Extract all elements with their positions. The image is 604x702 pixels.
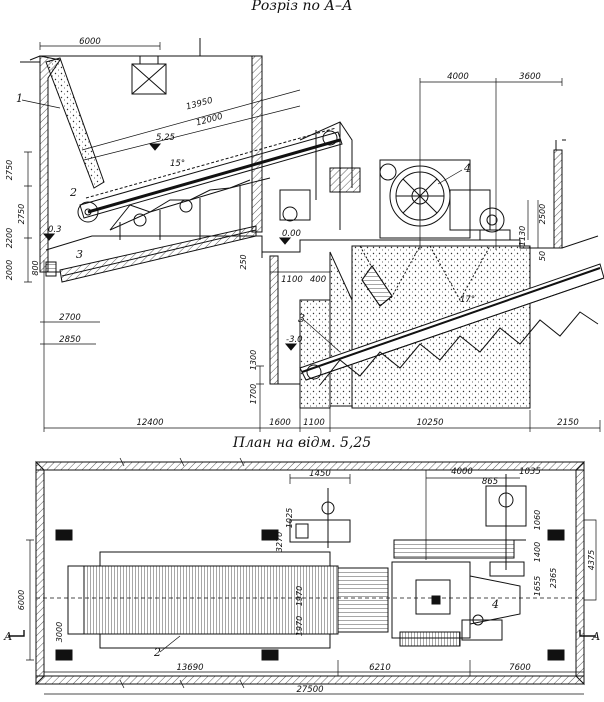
dim-2365: 2365 [549, 568, 558, 588]
plan-chute [337, 567, 389, 633]
crusher-housing [379, 159, 471, 239]
dim-2150: 2150 [557, 418, 579, 428]
dim-1100-bottom: 1100 [303, 418, 325, 428]
dim-50: 50 [538, 251, 547, 261]
section-mark-right [579, 630, 596, 637]
section-dimensions: 6000 4000 3600 13950 1 2000 5.25 0.3 0.00… [5, 37, 579, 428]
plan-crusher [391, 561, 471, 639]
dim-1700: 1700 [249, 384, 258, 404]
callout-1: 1 [16, 92, 23, 105]
dim-800: 800 [31, 260, 40, 275]
callout-3-main: 3 [298, 312, 305, 325]
callout-3-left: 3 [76, 248, 83, 261]
bunker-slope [45, 57, 105, 189]
dim-12400: 12400 [136, 418, 163, 428]
elev-m30: -3.0 [286, 335, 303, 345]
dim-1025: 1025 [285, 508, 294, 528]
dim-plan-6000: 6000 [17, 590, 26, 610]
dim-1450: 1450 [309, 469, 331, 479]
dim-2000: 2000 [5, 260, 14, 280]
section-mark-left [8, 630, 25, 637]
dim-2750a: 2750 [5, 160, 14, 180]
top-hopper [131, 63, 167, 95]
section-label-right: А [591, 630, 600, 643]
dim-3600: 3600 [519, 72, 541, 82]
ground-line [45, 235, 599, 253]
dim-6000: 6000 [79, 37, 101, 47]
elev-03: 0.3 [48, 225, 62, 235]
section-label-left: А [3, 630, 12, 643]
dim-10250: 10250 [416, 418, 443, 428]
dim-400: 400 [310, 275, 326, 285]
dim-3270: 3270 [275, 532, 284, 552]
dim-7600: 7600 [509, 663, 531, 673]
dim-6210: 6210 [369, 663, 391, 673]
dim-1970b: 1970 [295, 616, 304, 636]
dim-1100-top: 1100 [281, 275, 303, 285]
dim-1035: 1035 [519, 467, 541, 477]
plan-callout-4: 4 [491, 598, 499, 611]
dim-13950: 13950 [185, 96, 214, 113]
elev-marker-m30 [284, 343, 298, 351]
dim-1130: 1130 [518, 226, 527, 246]
elev-525: 5.25 [156, 133, 175, 143]
dim-2750b: 2750 [17, 204, 26, 224]
dim-2850: 2850 [59, 335, 81, 345]
angle-17: 17° [460, 295, 475, 305]
dim-4375: 4375 [587, 550, 596, 570]
dim-1060: 1060 [533, 510, 542, 530]
feeder-conveyor [79, 131, 343, 219]
right-wall [553, 149, 563, 249]
dim-865: 865 [482, 477, 498, 487]
dim-1400: 1400 [533, 542, 542, 562]
dim-1600: 1600 [269, 418, 291, 428]
bunker-right-wall [251, 55, 263, 233]
dim-13690: 13690 [176, 663, 203, 673]
plan-belts [393, 539, 515, 559]
plan-motor-middle [289, 519, 351, 543]
angle-15: 15° [170, 159, 185, 169]
plan-title: План на відм. 5,25 [232, 435, 372, 451]
elev-marker-000 [278, 237, 292, 245]
dim-1300: 1300 [249, 350, 258, 370]
dim-250: 250 [239, 254, 248, 269]
conveyor-3-left [59, 225, 257, 283]
callout-2: 2 [69, 186, 77, 199]
dim-2500: 2500 [538, 204, 547, 224]
dim-1655: 1655 [533, 576, 542, 596]
plan-callouts: А А 2 4 [3, 598, 600, 659]
callout-4: 4 [463, 162, 471, 175]
section-view [20, 38, 604, 432]
elev-000: 0.00 [282, 229, 301, 239]
dim-plan-4000: 4000 [451, 467, 473, 477]
elev-marker-525 [148, 143, 162, 151]
dim-4000: 4000 [447, 72, 469, 82]
plan-view [8, 457, 597, 695]
section-callouts: 1 2 3 3 4 15° 17° [16, 92, 475, 353]
dim-27500: 27500 [296, 685, 323, 695]
plan-callout-2: 2 [153, 646, 161, 659]
dim-1970a: 1970 [295, 586, 304, 606]
dim-2700: 2700 [59, 313, 81, 323]
dim-3000: 3000 [55, 622, 64, 642]
elev-marker-03 [42, 233, 56, 241]
plan-dimensions: 1450 4000 865 1035 3270 1025 6000 3000 1… [17, 467, 596, 695]
section-title: Розріз по А–А [251, 0, 353, 14]
dim-2200: 2200 [5, 228, 14, 248]
